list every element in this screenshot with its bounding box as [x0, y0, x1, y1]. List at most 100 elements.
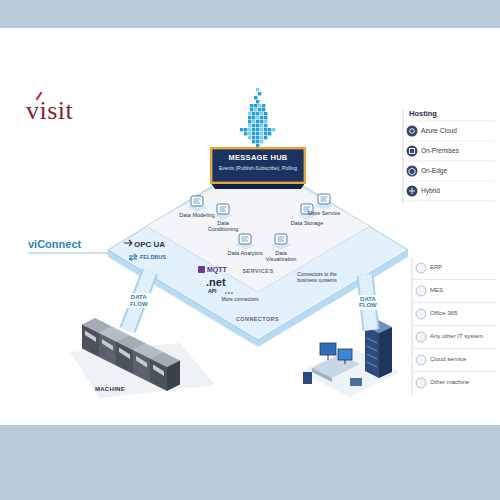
pixel-square: [264, 132, 267, 135]
tile-icon: [239, 234, 251, 244]
machine-label: MACHINE: [80, 386, 140, 393]
it-illustration: [328, 355, 329, 360]
pixel-square: [272, 128, 275, 131]
pixel-square: [268, 128, 271, 131]
hosting-icons: [407, 146, 418, 157]
hosting-icons: [407, 126, 418, 137]
hub-subtitle: Events (Publish-Subscribe), Polling: [216, 166, 300, 172]
pixel-square: [248, 128, 251, 131]
panel-title: Hosting: [409, 110, 493, 119]
it-illustration: [312, 368, 332, 382]
pixel-square: [260, 112, 263, 115]
pixel-square: [264, 124, 267, 127]
hosting-icons: [410, 129, 415, 134]
press-unit-panel: [136, 356, 147, 368]
pixel-square: [248, 112, 251, 115]
it-illustration: [338, 349, 352, 360]
pixel-square: [256, 128, 259, 131]
tile-icon: [318, 194, 330, 204]
system-name: Cloud service: [430, 356, 494, 363]
hosting-option: On-Premises: [421, 147, 493, 154]
pixel-square: [240, 128, 243, 131]
pixel-square: [258, 104, 261, 107]
pixel-square: [256, 124, 259, 127]
pixel-square: [254, 104, 257, 107]
service-tile: More Service: [306, 194, 342, 228]
service-name: Data Modeling: [176, 212, 218, 218]
pixel-square: [252, 132, 255, 135]
more-dots: [231, 292, 233, 294]
pixel-square: [260, 120, 263, 123]
pixel-square: [260, 140, 263, 143]
it-illustration: [367, 338, 377, 367]
press-unit-panel: [85, 331, 96, 343]
tile-icon: [191, 196, 203, 206]
hosting-icons: [409, 168, 415, 175]
system-name: ERP: [430, 264, 494, 271]
pixel-square: [248, 124, 251, 127]
pixel-square: [250, 108, 253, 111]
system-name: Office 365: [430, 310, 494, 317]
list-icons: [416, 332, 426, 342]
row-separators: [403, 201, 495, 202]
row-separators: [403, 121, 495, 201]
service-tile: Data Storage: [288, 204, 326, 238]
service-tile: Data Conditioning: [202, 204, 244, 238]
opc-logo: [124, 240, 132, 246]
press-unit-panel: [119, 348, 130, 360]
press-unit-front: [99, 333, 116, 366]
hosting-icons: [407, 186, 418, 197]
press-unit-panel: [153, 365, 164, 377]
pixel-square: [262, 104, 265, 107]
row-separators: [412, 302, 497, 303]
hosting-option: Hybrid: [421, 187, 493, 194]
leader-line: [28, 253, 108, 254]
pixel-square: [264, 136, 267, 139]
row-separators: [403, 121, 495, 122]
it-illustration: [367, 354, 377, 359]
it-illustration: [379, 327, 392, 378]
pixel-square: [248, 116, 251, 119]
press-unit-end: [167, 361, 180, 392]
connector-note: More connectors: [220, 297, 260, 303]
pixel-square: [256, 100, 259, 103]
pixel-square: [260, 132, 263, 135]
protocol-note: API: [208, 289, 228, 295]
press-unit-front: [150, 359, 167, 392]
business-systems: ERPMESOffice 365Any other IT systemCloud…: [300, 330, 497, 402]
pixel-square: [248, 120, 251, 123]
protocol-name: FELDBUS: [140, 254, 174, 260]
pixel-square: [264, 116, 267, 119]
hub-title: MESSAGE HUB: [210, 154, 306, 163]
platform-name: viConnect: [28, 238, 100, 251]
more-dots: [228, 292, 230, 294]
list-icons: [416, 309, 426, 319]
list-icons: [416, 355, 426, 365]
pixel-square: [256, 140, 259, 143]
service-name: Data Conditioning: [202, 220, 244, 233]
protocol-name: .net: [206, 277, 236, 288]
it-illustration: [365, 326, 379, 378]
it-illustration: [300, 320, 400, 397]
tile-glyph: [278, 237, 285, 241]
hosting-option: Azure Cloud: [421, 127, 493, 134]
pixel-square: [254, 96, 257, 99]
pixel-square: [252, 120, 255, 123]
machine: MACHINE: [60, 330, 210, 400]
it-illustration: [367, 338, 377, 343]
pixel-square: [258, 92, 261, 95]
connector-note: Connectors to the business systems: [290, 272, 344, 284]
pixel-square: [256, 132, 259, 135]
pixel-square: [260, 124, 263, 127]
protocol-name: MQTT: [207, 266, 237, 274]
it-illustration: [303, 372, 312, 384]
pixel-square: [256, 144, 259, 147]
logo: visit: [26, 98, 106, 124]
service-name: Data Storage: [288, 220, 326, 226]
hosting-icons: [410, 149, 415, 154]
service-name: Data Visualization: [262, 250, 300, 263]
row-separators: [412, 325, 497, 326]
opc-logo: [124, 240, 132, 246]
press-unit-front: [82, 325, 99, 358]
